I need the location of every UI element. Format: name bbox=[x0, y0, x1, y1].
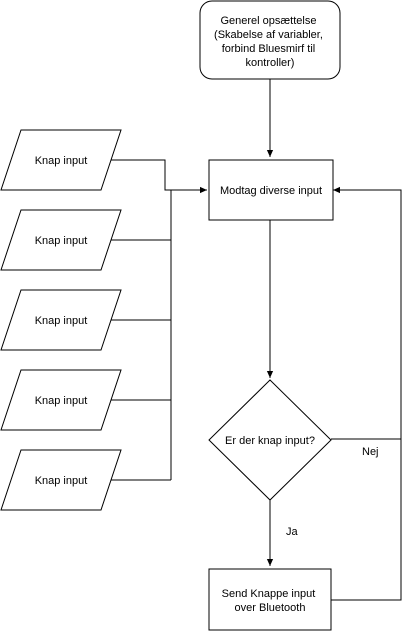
receive-node-shape bbox=[208, 159, 334, 221]
decision-node: Er der knap input? bbox=[208, 379, 332, 501]
send-node-line-2: over Bluetooth bbox=[235, 602, 306, 614]
edge-label-no: Nej bbox=[362, 446, 379, 458]
start-node-line-2: (Skabelse af variabler, bbox=[214, 29, 323, 41]
receive-node: Modtag diverse input bbox=[208, 159, 334, 221]
edges bbox=[111, 79, 402, 601]
input-node-5: Knap input bbox=[0, 449, 122, 511]
input-node-2: Knap input bbox=[0, 209, 122, 271]
edge-send-loop bbox=[331, 439, 402, 601]
input-node-3: Knap input bbox=[0, 289, 122, 351]
input-node-5-shape bbox=[0, 449, 122, 511]
input-node-1: Knap input bbox=[0, 129, 122, 191]
edge-label-yes: Ja bbox=[286, 526, 299, 538]
svg-text:Generel opsættelse (Skab: Generel opsættelse (Skabelse af variable… bbox=[214, 15, 326, 69]
input-node-2-label: Knap input bbox=[35, 235, 88, 247]
svg-text:Send Knappe input over B: Send Knappe input over Bluetooth bbox=[222, 588, 319, 614]
input-node-3-shape bbox=[0, 289, 122, 351]
start-node-line-1: Generel opsættelse bbox=[220, 15, 316, 27]
decision-node-label: Er der knap input? bbox=[225, 435, 315, 447]
input-node-3-label: Knap input bbox=[35, 315, 88, 327]
edge-decision-no-loop bbox=[331, 186, 402, 440]
input-node-4-shape bbox=[0, 369, 122, 431]
input-node-2-shape bbox=[0, 209, 122, 271]
send-node-shape bbox=[208, 568, 332, 631]
send-node-line-1: Send Knappe input bbox=[222, 588, 316, 600]
input-node-1-label: Knap input bbox=[35, 155, 88, 167]
start-node: Generel opsættelse (Skabelse af variable… bbox=[199, 0, 341, 80]
receive-node-label: Modtag diverse input bbox=[220, 185, 322, 197]
input-node-4-label: Knap input bbox=[35, 395, 88, 407]
start-node-shape bbox=[199, 0, 341, 80]
start-node-line-3: forbind Bluesmirf til bbox=[222, 43, 316, 55]
decision-node-shape bbox=[208, 379, 332, 501]
send-node: Send Knappe input over Bluetooth bbox=[208, 568, 332, 631]
input-node-1-shape bbox=[0, 129, 122, 191]
start-node-line-4: kontroller) bbox=[246, 57, 295, 69]
input-node-5-label: Knap input bbox=[35, 475, 88, 487]
edge-input-1 bbox=[111, 159, 207, 194]
input-node-4: Knap input bbox=[0, 369, 122, 431]
